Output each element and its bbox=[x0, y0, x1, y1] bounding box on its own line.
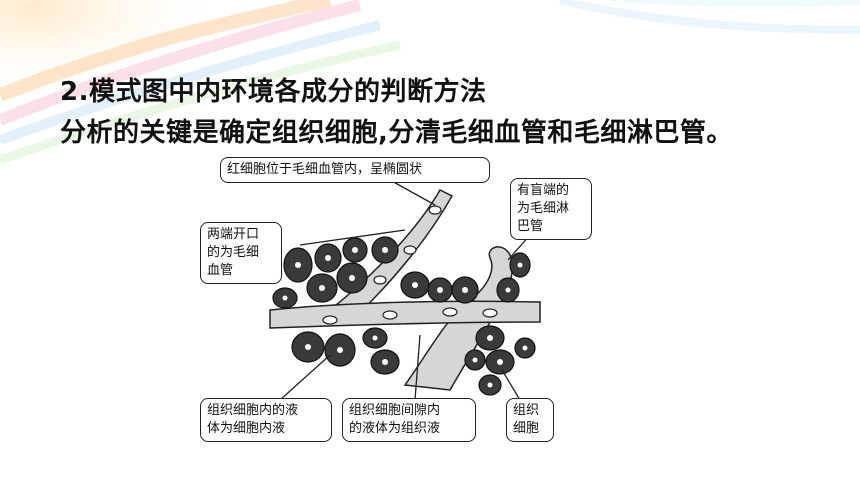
section-subheading: 分析的关键是确定组织细胞,分清毛细血管和毛细淋巴管。 bbox=[60, 118, 733, 148]
red-blood-cells bbox=[322, 205, 498, 325]
cell-nuclei bbox=[282, 247, 528, 388]
tissue-diagram bbox=[269, 179, 541, 401]
label-interstitial-fluid: 组织细胞间隙内 的液体为组织液 bbox=[342, 398, 476, 442]
label-tissue-cell: 组织 细胞 bbox=[506, 398, 554, 442]
blood-capillary-horizontal bbox=[269, 300, 541, 329]
tissue-cells bbox=[272, 236, 536, 396]
label-blind-end-lymph: 有盲端的 为毛细淋 巴管 bbox=[510, 178, 592, 240]
label-red-blood-cell: 红细胞位于毛细血管内，呈椭圆状 bbox=[220, 157, 490, 183]
label-open-ends-capillary: 两端开口 的为毛细 血管 bbox=[200, 222, 282, 284]
section-heading: 2.模式图中内环境各成分的判断方法 bbox=[60, 77, 487, 107]
label-intracellular-fluid: 组织细胞内的液 体为细胞内液 bbox=[200, 398, 332, 442]
